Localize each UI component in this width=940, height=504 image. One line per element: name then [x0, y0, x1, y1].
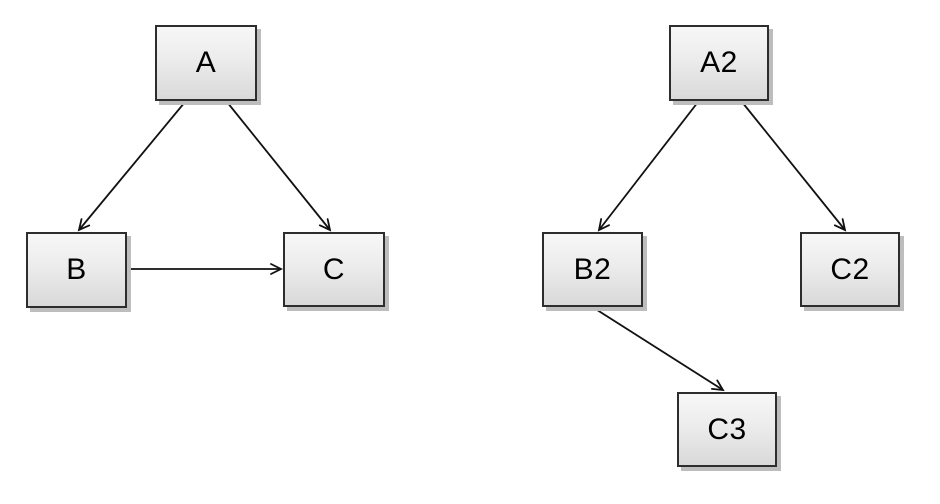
node-B2[interactable]: B2: [542, 232, 643, 307]
node-C3[interactable]: C3: [677, 392, 777, 467]
node-B[interactable]: B: [26, 232, 127, 308]
edges-group: [77, 101, 847, 392]
node-label: C: [322, 252, 346, 286]
edge-A-B[interactable]: [77, 101, 186, 232]
edge-A2-B2[interactable]: [597, 101, 699, 232]
edge-A-C[interactable]: [226, 101, 332, 232]
node-label: A2: [700, 46, 738, 79]
node-label: A: [195, 46, 217, 79]
edge-B2-C3[interactable]: [593, 307, 725, 392]
edge-A2-C2[interactable]: [741, 101, 847, 232]
node-label: B2: [573, 252, 612, 286]
node-A2[interactable]: A2: [669, 25, 769, 101]
node-C2[interactable]: C2: [800, 232, 900, 307]
node-C[interactable]: C: [283, 232, 385, 307]
node-A[interactable]: A: [155, 25, 257, 101]
node-label: B: [66, 253, 87, 286]
node-label: C2: [830, 252, 870, 286]
node-label: C3: [707, 412, 747, 446]
